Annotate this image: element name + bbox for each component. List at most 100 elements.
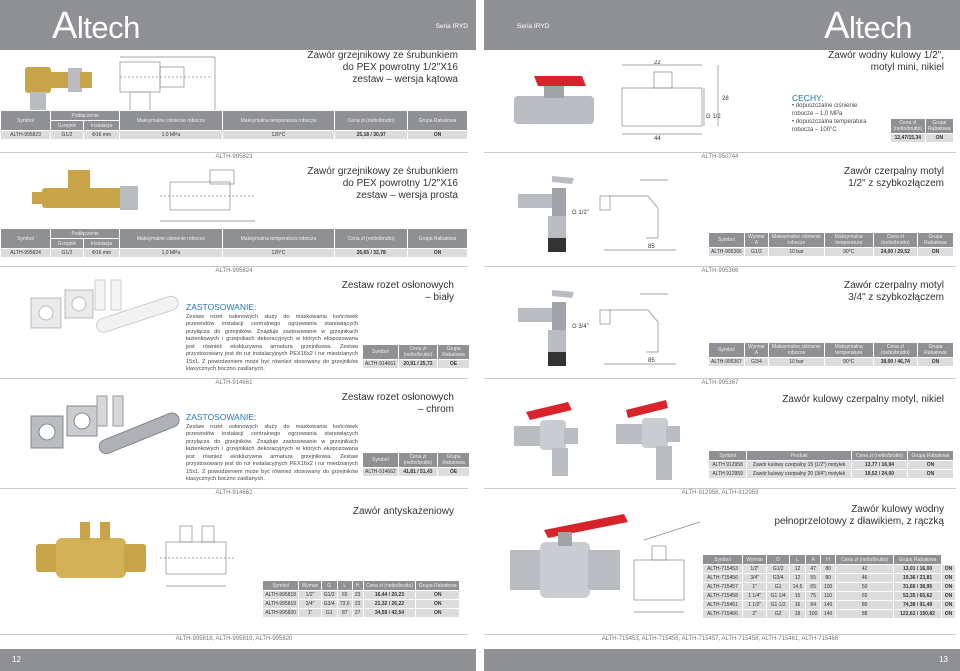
cell: ON — [916, 357, 955, 367]
anti-pollution-valve-image — [36, 522, 235, 587]
cell: ALTH-715466 — [702, 609, 743, 619]
features: CECHY: • dopuszczalne ciśnienie robocze … — [792, 94, 888, 134]
cell: G3/4 — [743, 357, 770, 367]
title-line: Zestaw rozet osłonowych — [341, 392, 454, 403]
dim-g: G 1/2 — [706, 114, 721, 120]
sku-caption: ALTH-995367 — [484, 378, 956, 386]
product-995367: G 3/4" 85 Zawór czerpalny motyl 3/4" z s… — [484, 276, 960, 388]
col-temp: Maksymalna temperatura robocza — [221, 110, 336, 131]
title-line: Zawór antyskażeniowy — [352, 506, 454, 517]
col-symbol: Symbol — [708, 232, 745, 248]
col-d: D — [766, 554, 790, 565]
cell: 12 — [788, 573, 807, 583]
cell: 3/4" — [298, 599, 322, 609]
cell: 26,65 / 32,78 — [334, 248, 409, 258]
cell: G1 — [320, 608, 338, 618]
col-temp: Maksymalna temperatura — [823, 232, 874, 248]
cell: 80 — [820, 564, 837, 574]
col-group: Grupa Rabatowa — [437, 344, 470, 360]
product-995823: Zawór grzejnikowy ze śrubunkiem do PEX p… — [0, 50, 476, 160]
valve-straight-image — [32, 169, 255, 222]
col-temp: Maksymalna temperatura — [823, 342, 874, 358]
page-number: 13 — [939, 655, 948, 664]
col-group: Grupa Rabatowa — [916, 342, 955, 358]
cell: 140 — [820, 600, 837, 610]
right-footer: 13 — [484, 649, 960, 671]
cell: 46 — [835, 573, 895, 583]
sku-caption: ALTH-995824 — [0, 266, 468, 274]
col-radiator: Grzejnik — [50, 238, 84, 249]
cell: ALTH-914662 — [362, 467, 399, 477]
cell: 84 — [805, 600, 822, 610]
usage-text: Zestaw rozet osłonowych służy do maskowa… — [186, 313, 358, 373]
cell: 23 — [351, 590, 364, 600]
tap-1-2-image: G 1/2" 85 — [518, 176, 676, 252]
product-914661: Zestaw rozet osłonowych – biały ZASTOSOW… — [0, 276, 476, 388]
cell: ON — [415, 599, 460, 609]
col-g: G — [320, 580, 338, 591]
sku-caption: ALTH-995366 — [484, 266, 956, 274]
cell: Φ16 mm — [82, 248, 121, 258]
title-line: do PEX powrotny 1/2"X16 — [342, 178, 458, 189]
cell: ON — [940, 582, 957, 592]
sku-caption: ALTH-912958, ALTH-912959 — [484, 488, 956, 496]
product-title: Zawór grzejnikowy ze śrubunkiem do PEX p… — [258, 50, 458, 86]
right-page: Seria IRYD Altech 22 28 G 1/2 44 Zawór w… — [480, 0, 960, 671]
cell: G1/2 — [50, 248, 84, 258]
cell: 75 — [805, 591, 822, 601]
col-price: Cena zł (netto/brutto) — [362, 580, 417, 591]
left-page: Altech Seria IRYD Zawór grzejnikowy ze ś… — [0, 0, 476, 671]
cell: 90°C — [823, 357, 874, 367]
cell: G1/2 — [743, 247, 770, 257]
cell: ALTH-715456 — [702, 573, 743, 583]
cell: ALTH-715457 — [702, 582, 743, 592]
cell: Zawór kulowy czerpalny 15 (1/2") motylek — [746, 460, 852, 470]
col-group: Grupa Rabatowa — [916, 232, 955, 248]
cell: 120°C — [221, 130, 336, 140]
usage-label: ZASTOSOWANIE: — [186, 412, 257, 422]
cell: ON — [940, 609, 957, 619]
cell: ALTH-914661 — [362, 359, 399, 369]
cell: 3/4" — [741, 573, 768, 583]
cell: 13,77 / 16,94 — [850, 460, 908, 470]
cell: 2" — [741, 609, 768, 619]
cell: 34,59 / 42,54 — [362, 608, 417, 618]
sku-caption: ALTH-995823 — [0, 152, 468, 160]
cell: 23 — [351, 599, 364, 609]
cell: G3/4 — [766, 573, 790, 583]
cell: 1 1/2" — [741, 600, 768, 610]
cell: ON — [940, 573, 957, 583]
tap-3-4-image: G 3/4" 85 — [518, 290, 676, 366]
cell: 1/2" — [298, 590, 322, 600]
cell: G3/4 — [320, 599, 338, 609]
sku-caption: ALTH-914661 — [0, 378, 468, 386]
cell: G1 1/2 — [766, 600, 790, 610]
sku-caption: ALTH-715453, ALTH-715456, ALTH-715457, A… — [484, 634, 956, 642]
spec-table: Symbol Podłączenie Maksymalne ciśnienie … — [0, 110, 468, 140]
cell: ON — [407, 248, 468, 258]
dim-44: 44 — [654, 136, 661, 140]
features-label: CECHY: — [792, 93, 824, 103]
cell: ALTH-995366 — [708, 247, 745, 257]
product-995824: Zawór grzejnikowy ze śrubunkiem do PEX p… — [0, 162, 476, 274]
col-group: Grupa Rabatowa — [437, 452, 470, 468]
series-label: Seria IRYD — [435, 23, 468, 30]
ball-valve-full-image — [510, 514, 701, 613]
col-connection: Podłączenie — [50, 228, 121, 239]
ball-tap-image — [514, 400, 680, 480]
col-pressure: Maksymalne ciśnienie robocze — [119, 110, 223, 131]
cell: ALTH-995820 — [261, 608, 300, 618]
right-header: Seria IRYD Altech — [484, 0, 960, 50]
cell: 16 — [788, 600, 807, 610]
rosette-white-image — [30, 279, 179, 333]
col-price: Cena zł (netto/brutto) — [890, 118, 926, 134]
cell: 19,52 / 24,00 — [850, 469, 908, 479]
